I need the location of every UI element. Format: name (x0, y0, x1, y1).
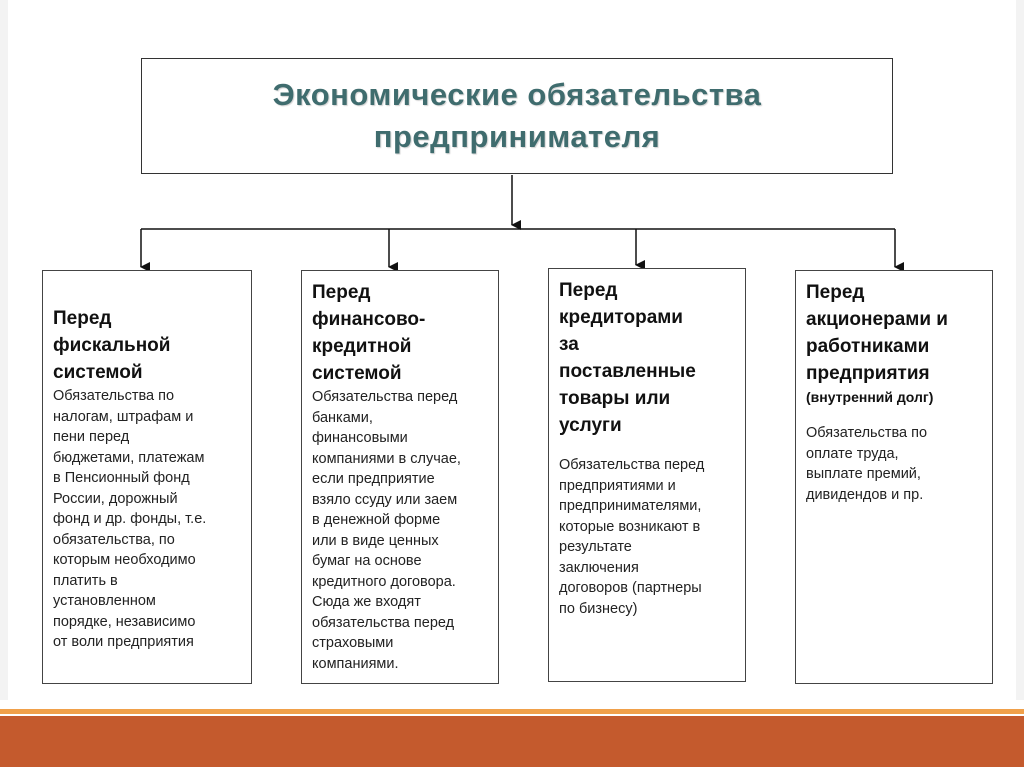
slide-edge-right (1016, 0, 1024, 700)
diagram-title: Экономические обязательства предпринимат… (272, 77, 762, 154)
box-creditors: Перед кредиторами за поставленные товары… (548, 268, 746, 682)
box-shareholders: Перед акционерами и работниками предприя… (795, 270, 993, 684)
box-financial: Перед финансово- кредитной системой Обяз… (301, 270, 499, 684)
box-shareholders-body: Обязательства по оплате труда, выплате п… (806, 425, 928, 503)
footer-stripe (0, 709, 1024, 714)
box-creditors-heading: Перед кредиторами за поставленные товары… (559, 280, 696, 436)
box-fiscal-heading: Перед фискальной системой (53, 308, 171, 383)
footer-bar (0, 716, 1024, 767)
box-financial-body: Обязательства перед банками, финансовыми… (312, 389, 461, 672)
title-box: Экономические обязательства предпринимат… (141, 58, 893, 174)
box-fiscal-body: Обязательства по налогам, штрафам и пени… (53, 388, 207, 650)
slide-edge-left (0, 0, 8, 700)
box-shareholders-heading: Перед акционерами и работниками предприя… (806, 282, 948, 384)
box-shareholders-subheading: (внутренний долг) (806, 389, 934, 405)
box-fiscal: Перед фискальной системой Обязательства … (42, 270, 252, 684)
box-creditors-body: Обязательства перед предприятиями и пред… (559, 457, 705, 617)
box-financial-heading: Перед финансово- кредитной системой (312, 282, 426, 384)
